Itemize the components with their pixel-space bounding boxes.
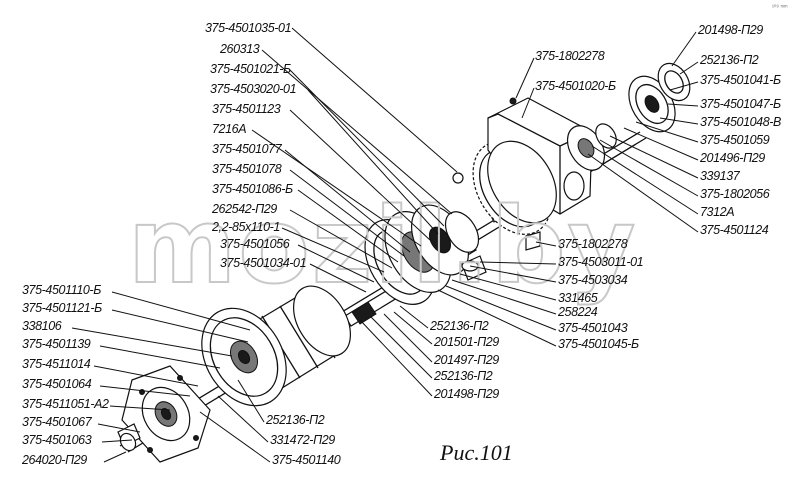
end-flange xyxy=(117,365,211,463)
labels-right-column: 201498-П29 252136-П2 375-4501041-Б 375-4… xyxy=(697,23,781,237)
winch-drawing: mozil.by xyxy=(71,27,699,463)
part-label: 339137 xyxy=(700,169,741,183)
part-label: 260313 xyxy=(219,42,260,56)
part-label: 262542-П29 xyxy=(211,202,277,216)
part-label: 375-4501140 xyxy=(272,453,341,467)
watermark: mozil.by xyxy=(128,185,637,307)
part-label: 252136-П2 xyxy=(433,369,493,383)
part-label: 375-4501035-01 xyxy=(205,21,291,35)
part-label: 375-4501139 xyxy=(22,337,91,351)
part-label: 264020-П29 xyxy=(21,453,87,467)
part-label: 375-4501124 xyxy=(700,223,769,237)
part-label: 375-4503034 xyxy=(558,273,628,287)
part-label: 2,2-85х110-1 xyxy=(211,220,280,234)
labels-bottom-drum: 252136-П2 331472-П29 375-4501140 xyxy=(265,413,341,467)
labels-left-column: 375-4501110-Б 375-4501121-Б 338106 375-4… xyxy=(21,283,109,467)
part-label: 375-4501043 xyxy=(558,321,628,335)
part-label: 375-4501110-Б xyxy=(22,283,101,297)
part-label: 375-4503011-01 xyxy=(558,255,643,269)
part-label: 375-4501020-Б xyxy=(535,79,616,93)
winch-drum xyxy=(201,285,351,407)
part-label: 375-4501067 xyxy=(22,415,93,429)
part-label: 375-4501021-Б xyxy=(210,62,291,76)
part-label: 375-4511014 xyxy=(22,357,91,371)
part-label: 375-1802278 xyxy=(535,49,605,63)
part-label: 375-4501034-01 xyxy=(220,256,306,270)
part-label: 338106 xyxy=(22,319,62,333)
part-label: 375-4501123 xyxy=(212,102,281,116)
part-label: 375-4501045-Б xyxy=(558,337,639,351)
part-label: 7216А xyxy=(212,122,246,136)
clutch-discs xyxy=(364,204,480,305)
part-label: 258224 xyxy=(557,305,598,319)
part-label: 375-4501121-Б xyxy=(22,301,102,315)
leader-lines xyxy=(71,27,699,463)
part-label: 375-4501047-Б xyxy=(700,97,781,111)
part-label: 375-4501078 xyxy=(212,162,282,176)
part-label: 201498-П29 xyxy=(433,387,499,401)
part-label: 331465 xyxy=(558,291,598,305)
part-label: 375-4501077 xyxy=(212,142,283,156)
part-label: 375-4501064 xyxy=(22,377,92,391)
part-label: 201501-П29 xyxy=(433,335,499,349)
part-label: 252136-П2 xyxy=(699,53,759,67)
part-label: 375-4501056 xyxy=(220,237,290,251)
figure-caption: Рис.101 xyxy=(439,440,513,465)
part-label: 7312А xyxy=(700,205,734,219)
part-label: 375-1802278 xyxy=(558,237,628,251)
part-label: 375-4501041-Б xyxy=(700,73,781,87)
part-label: 201496-П29 xyxy=(699,151,765,165)
part-label: 331472-П29 xyxy=(270,433,335,447)
bearing-stack xyxy=(566,62,691,171)
part-label: 201498-П29 xyxy=(697,23,763,37)
part-label: 375-4511051-А2 xyxy=(22,397,109,411)
gearbox-housing xyxy=(452,97,593,224)
labels-bottom-middle: 252136-П2 201501-П29 201497-П29 252136-П… xyxy=(429,319,500,401)
labels-top-center: 375-4501035-01 260313 375-4501021-Б 375-… xyxy=(205,21,307,270)
part-label: 252136-П2 xyxy=(429,319,489,333)
part-label: 375-1802056 xyxy=(700,187,770,201)
part-label: 375-4501059 xyxy=(700,133,770,147)
part-label: 252136-П2 xyxy=(265,413,325,427)
part-label: 375-4501048-В xyxy=(700,115,781,129)
part-label: 375-4503020-01 xyxy=(210,82,296,96)
part-label: 375-4501086-Б xyxy=(212,182,293,196)
corner-mark: ¹⁰⁹ ᵐᵐ xyxy=(772,4,788,11)
labels-right-middle: 375-1802278 375-4503011-01 375-4503034 3… xyxy=(557,237,644,351)
labels-top-right: 375-1802278 375-4501020-Б xyxy=(535,49,616,93)
part-label: 375-4501063 xyxy=(22,433,92,447)
part-label: 201497-П29 xyxy=(433,353,499,367)
